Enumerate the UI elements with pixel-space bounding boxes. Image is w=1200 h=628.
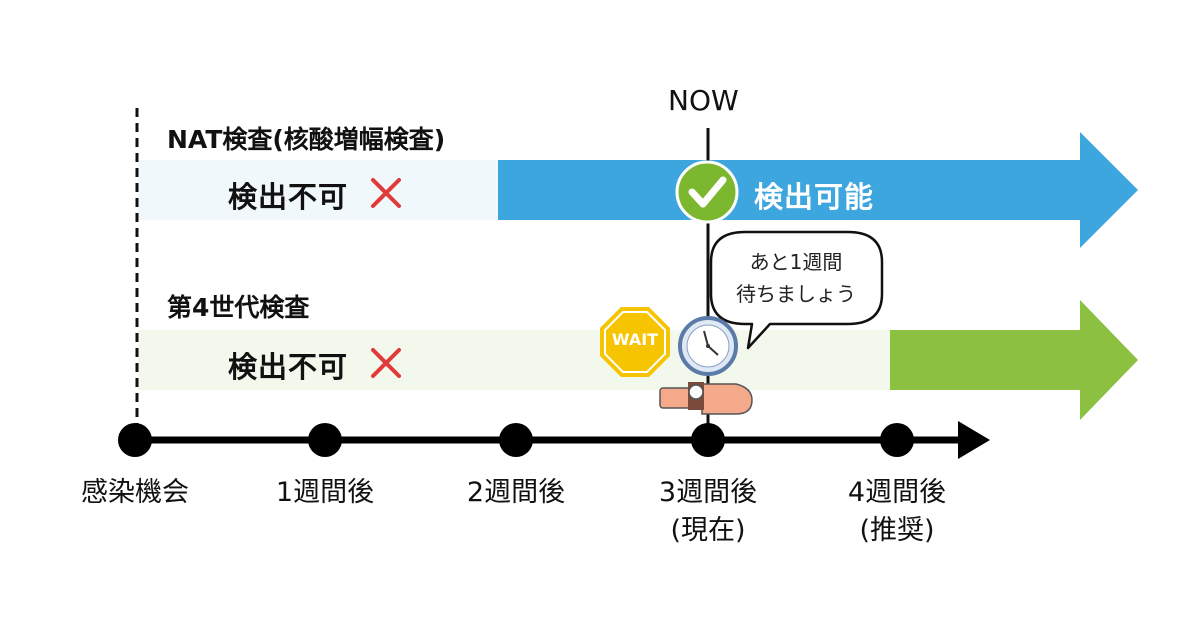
timeline-sublabel-4: (推奨) — [859, 515, 935, 546]
nat-detectable-label: 検出可能 — [754, 180, 875, 214]
wristwatch-arm-icon — [659, 382, 753, 415]
bubble-line-1: あと1週間 — [749, 250, 843, 274]
gen4-detectable-arrow — [890, 300, 1138, 420]
timeline-dot-2 — [499, 423, 533, 457]
bubble-line-2: 待ちましょう — [736, 282, 856, 306]
nat-pale-band — [138, 160, 498, 220]
clock-icon — [678, 316, 738, 376]
cross-icon — [371, 348, 401, 378]
now-label: NOW — [668, 84, 739, 117]
speech-bubble — [709, 230, 884, 350]
check-icon — [675, 160, 739, 224]
cross-icon — [371, 178, 401, 208]
nat-not-detectable-label: 検出不可 — [228, 180, 349, 214]
timeline-label-3: 3週間後 — [658, 477, 758, 508]
timeline-dot-0 — [118, 423, 152, 457]
wait-sign-text: WAIT — [611, 330, 659, 349]
timeline-dot-3 — [691, 423, 725, 457]
nat-detectable-arrow — [498, 132, 1138, 248]
timeline-arrowhead — [958, 421, 990, 459]
timeline-label-4: 4週間後 — [847, 477, 947, 508]
timeline-dots — [118, 423, 914, 457]
gen4-not-detectable-label: 検出不可 — [228, 350, 349, 384]
timeline-dot-1 — [308, 423, 342, 457]
timeline-label-1: 1週間後 — [275, 477, 375, 508]
gen4-section-title: 第4世代検査 — [167, 293, 310, 322]
timeline-label-0: 感染機会 — [81, 477, 189, 508]
timeline-label-2: 2週間後 — [466, 477, 566, 508]
timeline-sublabel-3: (現在) — [670, 515, 746, 546]
gen4-pale-band — [138, 330, 890, 390]
nat-section-title: NAT検査(核酸増幅検査) — [167, 125, 446, 154]
wait-sign-icon — [600, 307, 670, 377]
timeline-dot-4 — [880, 423, 914, 457]
